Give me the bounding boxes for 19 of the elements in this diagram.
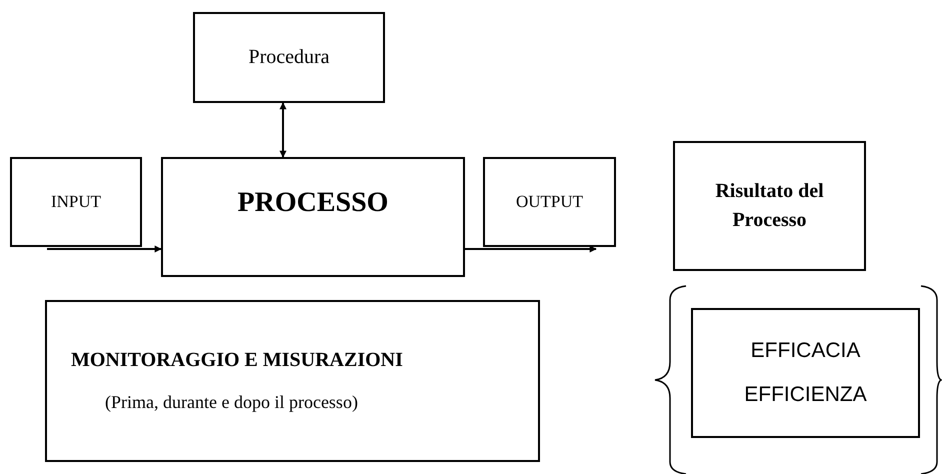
arrow — [280, 102, 286, 158]
node-text: Procedura — [248, 45, 330, 70]
node-text: OUTPUT — [516, 190, 584, 213]
arrow — [47, 246, 162, 252]
process-box — [161, 157, 465, 277]
node-text: EFFICACIA — [750, 338, 860, 364]
result-box — [673, 141, 866, 271]
node-text: Risultato del Processo — [714, 179, 825, 233]
input-box — [10, 157, 142, 247]
procedure-box — [193, 12, 385, 103]
node-text: INPUT — [50, 190, 102, 213]
node-text: (Prima, durante e dopo il processo) — [105, 391, 358, 414]
output-box — [483, 157, 616, 247]
node-text: MONITORAGGIO E MISURAZIONI — [71, 348, 403, 374]
outcome-box — [691, 308, 920, 438]
node-text: EFFICIENZA — [744, 382, 867, 408]
arrow — [465, 246, 597, 252]
monitoring-box — [45, 300, 540, 462]
node-text: PROCESSO — [238, 186, 388, 220]
